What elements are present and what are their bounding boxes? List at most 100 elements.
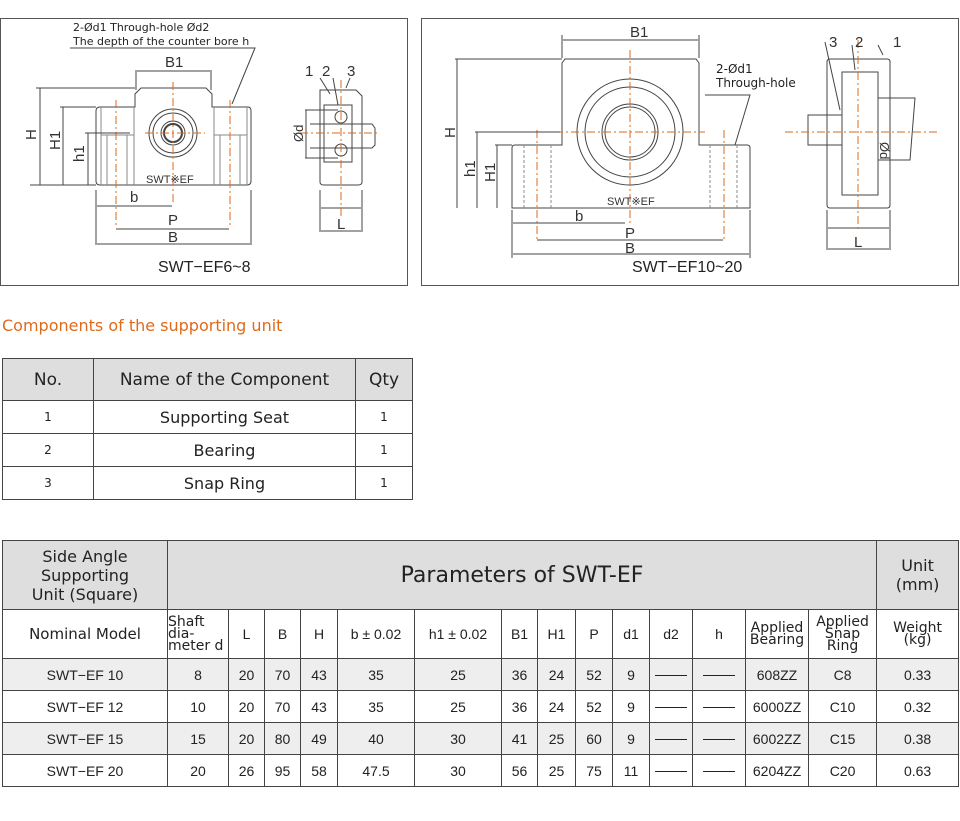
table-cell: 56: [501, 754, 538, 787]
table-cell: SWT−EF 10: [2, 658, 168, 691]
table-cell: 52: [575, 658, 613, 691]
header-h1: h1 ± 0.02: [414, 609, 502, 659]
table-cell: SWT−EF 15: [2, 722, 168, 755]
header-B: B: [264, 609, 301, 659]
header-qty: Qty: [355, 358, 413, 401]
technical-drawing-large: B1 H h1 H1 b P B Ød L 1 2 3 SWT※EF: [442, 24, 940, 258]
label-1: 1: [893, 34, 901, 51]
dash-placeholder: [703, 675, 735, 677]
table-cell: 9: [612, 658, 650, 691]
table-cell: [649, 690, 693, 723]
table-cell: 43: [300, 658, 338, 691]
table-cell: [692, 722, 746, 755]
table-cell: 70: [264, 690, 301, 723]
cell-name: Bearing: [93, 433, 356, 467]
table-cell: 75: [575, 754, 613, 787]
note-line: The depth of the counter bore h: [73, 35, 250, 48]
table-cell: 25: [537, 722, 576, 755]
table-cell: 35: [337, 658, 415, 691]
label-d: Ød: [291, 125, 306, 142]
table-cell: 24: [537, 658, 576, 691]
table-cell: 36: [501, 658, 538, 691]
corner-line: Supporting: [41, 565, 129, 585]
table-cell: 0.33: [876, 658, 960, 691]
table-cell: [649, 658, 693, 691]
seat-body: [95, 87, 252, 186]
table-cell: 24: [537, 690, 576, 723]
label-1: 1: [305, 63, 313, 80]
table-cell: 43: [300, 690, 338, 723]
table-cell: 25: [414, 658, 502, 691]
table-cell: 9: [612, 722, 650, 755]
table-cell: [692, 690, 746, 723]
header-line: Snap Ring: [824, 626, 861, 654]
table-cell: C8: [807, 658, 878, 691]
note-line: Through-hole: [716, 76, 796, 90]
header-d2: d2: [649, 609, 693, 659]
header-shaft-diameter: Shaft dia-meter d: [167, 609, 229, 659]
table-cell: [692, 754, 746, 787]
header-B1: B1: [501, 609, 538, 659]
table-cell: 40: [337, 722, 415, 755]
label-B: B: [168, 229, 178, 246]
label-3: 3: [829, 34, 837, 51]
drawing-caption-large: SWT−EF10~20: [632, 259, 743, 276]
table-cell: 25: [537, 754, 576, 787]
table-cell: 6000ZZ: [745, 690, 809, 723]
table-header-row: Nominal Model Shaft dia-meter d L B H b …: [2, 609, 960, 659]
table-cell: 15: [167, 722, 229, 755]
label-B1: B1: [630, 24, 648, 41]
label-2: 2: [322, 63, 330, 80]
table-cell: C20: [807, 754, 878, 787]
header-P: P: [575, 609, 613, 659]
label-H: H: [442, 127, 459, 138]
dash-placeholder: [703, 739, 735, 741]
table-cell: C10: [807, 690, 878, 723]
table-header-row: No. Name of the Component Qty: [2, 358, 413, 401]
header-line: Applied: [750, 620, 804, 636]
table-cell: 8: [167, 658, 229, 691]
cell-no: 2: [2, 433, 94, 467]
table-cell: 0.32: [876, 690, 960, 723]
table-cell: 0.63: [876, 754, 960, 787]
unit-line: Unit: [901, 556, 934, 575]
label-B1: B1: [165, 54, 183, 71]
dash-placeholder: [655, 707, 687, 709]
table-cell: SWT−EF 12: [2, 690, 168, 723]
header-H1: H1: [537, 609, 576, 659]
label-d: Ød: [877, 142, 892, 159]
unit-line: (mm): [895, 575, 940, 594]
header-d1: d1: [612, 609, 650, 659]
header-line: Weight: [893, 620, 942, 636]
note-line: 2-Ød1 Through-hole Ød2: [73, 21, 210, 34]
table-cell: 25: [414, 690, 502, 723]
table-cell: 30: [414, 754, 502, 787]
drawing-panel-small: [0, 18, 408, 286]
header-weight: Weight(kg): [876, 609, 960, 659]
header-model: Nominal Model: [2, 609, 168, 659]
header-h: h: [692, 609, 746, 659]
label-H1: H1: [482, 163, 499, 182]
label-P: P: [168, 212, 178, 229]
label-2: 2: [855, 34, 863, 51]
table-cell: C15: [807, 722, 878, 755]
label-b: b: [130, 189, 138, 206]
table-cell: 30: [414, 722, 502, 755]
table-cell: 11: [612, 754, 650, 787]
table-cell: 35: [337, 690, 415, 723]
dash-placeholder: [655, 675, 687, 677]
table-cell: 20: [228, 722, 265, 755]
header-b: b ± 0.02: [337, 609, 415, 659]
brand-mark: SWT※EF: [607, 196, 655, 208]
header-L: L: [228, 609, 265, 659]
